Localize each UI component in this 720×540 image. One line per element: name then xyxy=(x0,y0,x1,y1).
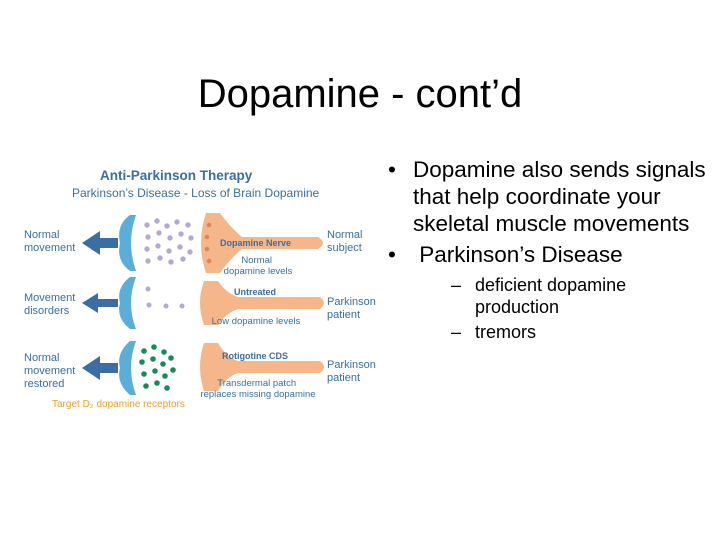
low-dopamine-label: Low dopamine levels xyxy=(212,316,301,327)
bullet-item: • Parkinson’s Disease – deficient dopami… xyxy=(380,241,710,343)
row3-under-label: Transdermal patch replaces missing dopam… xyxy=(200,378,315,400)
bullet-marker: • xyxy=(388,242,396,267)
row3-right-label: Parkinson patient xyxy=(327,359,379,384)
nerve-shape-patch xyxy=(200,343,324,391)
row3-left-label: Normal movement restored xyxy=(24,352,78,390)
dopamine-nerve-shape xyxy=(201,213,323,273)
row1-left-label: Normal movement xyxy=(24,229,75,254)
receptor-footer-label: Target D₂ dopamine receptors xyxy=(52,399,185,410)
sub-bullet-list: – deficient dopamine production – tremor… xyxy=(413,274,710,343)
row1-under-label: Normal dopamine levels xyxy=(224,255,293,277)
untreated-label: Untreated xyxy=(234,287,276,297)
bullet-item: • Dopamine also sends signals that help … xyxy=(380,156,710,237)
dopamine-nerve-label: Dopamine Nerve xyxy=(220,238,291,248)
bullet-text: Dopamine also sends signals that help co… xyxy=(413,157,706,236)
rotigotine-label: Rotigotine CDS xyxy=(222,351,288,361)
row2-right-label: Parkinson patient xyxy=(327,296,379,321)
dopamine-dots-drug xyxy=(139,344,176,391)
sub-bullet-text: deficient dopamine production xyxy=(475,275,627,317)
row2-left-label: Movement disorders xyxy=(24,292,78,317)
receptor-icon xyxy=(119,215,136,271)
bullet-list: • Dopamine also sends signals that help … xyxy=(380,156,710,343)
sub-bullet-item: – tremors xyxy=(413,321,710,343)
dopamine-dots-normal xyxy=(144,218,194,265)
receptor-icon xyxy=(119,277,136,329)
sub-bullet-marker: – xyxy=(451,322,462,342)
nerve-shape-low xyxy=(200,281,324,325)
sub-bullet-text: tremors xyxy=(475,322,537,342)
arrow-left-icon xyxy=(82,231,118,255)
receptor-icon xyxy=(119,341,136,395)
arrow-left-icon xyxy=(82,293,118,313)
sub-bullet-marker: – xyxy=(451,275,462,295)
sub-bullet-item: – deficient dopamine production xyxy=(413,274,710,318)
bullet-text: Parkinson’s Disease xyxy=(413,242,623,267)
row-untreated: Movement disorders Untreated Low dopamin… xyxy=(24,277,379,329)
arrow-left-icon xyxy=(82,356,118,380)
row-normal-subject: Normal movement Dopamine Nerve Normal do… xyxy=(24,213,366,277)
bullet-marker: • xyxy=(388,157,396,182)
row-rotigotine: Normal movement restored Rotigotine CDS … xyxy=(24,341,379,400)
slide-title: Dopamine - cont’d xyxy=(197,72,523,116)
figure-title: Anti-Parkinson Therapy xyxy=(100,168,253,183)
figure-subtitle: Parkinson’s Disease - Loss of Brain Dopa… xyxy=(72,186,320,200)
dopamine-dots-low xyxy=(145,286,185,309)
row1-right-label: Normal subject xyxy=(327,229,366,254)
anti-parkinson-figure: Anti-Parkinson Therapy Parkinson’s Disea… xyxy=(24,168,379,410)
